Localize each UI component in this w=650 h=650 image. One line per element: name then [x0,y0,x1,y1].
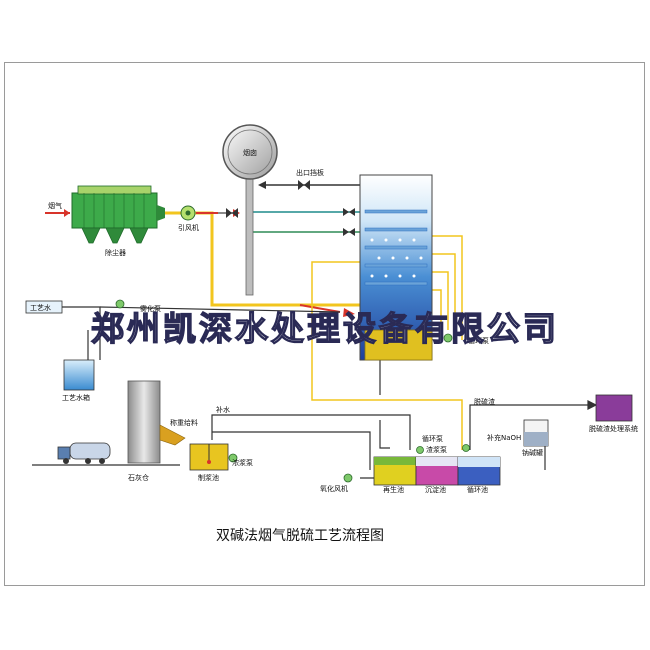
truck-icon [57,442,111,464]
settling-tank [415,456,459,486]
company-watermark: 郑州凯深水处理设备有限公司 [91,309,559,348]
soda-tank [523,419,549,447]
desulf-residue-label: 脱硫渣 [474,397,495,406]
process-water-label: 工艺水 [30,303,51,312]
weighing-feeder-label: 称重给料 [170,418,198,427]
lime-silo-label: 石灰仓 [128,473,149,482]
circ-pump-label: 循环泵 [422,434,443,443]
tower-circ-pump-label: 循环泵 [468,336,489,345]
circulation-lines [311,235,463,450]
naoh-makeup-label: 补充NaOH [487,433,521,442]
residue-line [469,400,598,470]
dust-collector-label: 除尘器 [105,248,126,257]
tower-drain-line [379,360,390,449]
clean-gas-outlet-duct [258,181,360,189]
diagram-frame [4,62,645,586]
process-water-box [25,300,63,314]
spray-lines [249,211,360,290]
dust-collector [71,185,165,244]
flue-gas-label: 烟气 [48,201,62,210]
settling-tank-label: 沉淀池 [425,485,446,494]
lime-silo [127,380,186,464]
residue-pump-label: 渣浆泵 [426,445,447,454]
induced-fan-icon [180,205,196,221]
slurry-tank [189,443,238,471]
slurry-tank-label: 制浆池 [198,473,219,482]
absorption-tower [359,174,453,361]
residue-system-box [595,394,633,422]
regen-tank-label: 再生池 [383,485,404,494]
duct-valve-icons [226,180,355,236]
process-water-tank [63,299,125,391]
chimney [222,124,278,296]
spray-pump-label: 雾化泵 [140,304,161,313]
circ-tank-label: 循环池 [467,485,488,494]
flue-gas-duct-arrows [196,209,355,317]
circ-tank [457,456,501,486]
process-water-line [62,306,341,360]
induced-fan-label: 引风机 [178,223,199,232]
slurry-pump-label: 浓浆泵 [232,458,253,467]
makeup-water-line [211,414,411,470]
soda-tank-label: 钠碱罐 [522,448,543,457]
residue-system-label: 脱硫渣处理系统 [589,424,638,433]
oxidation-fan-label: 氧化风机 [320,484,348,493]
outlet-damper-label: 出口挡板 [296,168,324,177]
tank-pump-icons [343,444,470,483]
makeup-water-label: 补水 [216,405,230,414]
flue-gas-inlet-pipe [45,209,70,217]
diagram-title: 双碱法烟气脱硫工艺流程图 [216,528,384,544]
process-water-tank-label: 工艺水箱 [62,393,90,402]
chimney-label: 烟囱 [243,148,257,157]
regen-tank [373,456,417,486]
